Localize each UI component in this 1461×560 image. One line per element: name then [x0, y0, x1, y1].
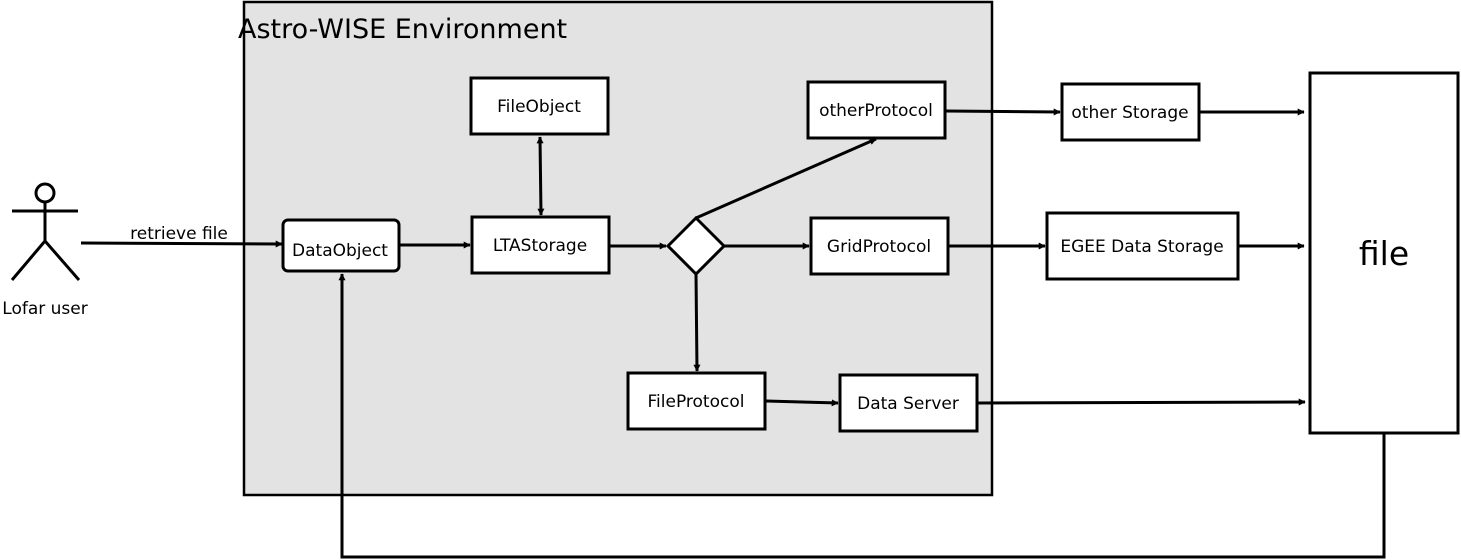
egee-storage-box [1045, 211, 1240, 281]
arrow-file-back-to-dataobject [338, 273, 1386, 559]
dataserver-box [838, 373, 979, 433]
retrieve-file-arrow [80, 240, 283, 248]
egee-storage-label: EGEE Data Storage [1060, 237, 1223, 257]
fileobject-label: FileObject [497, 97, 581, 117]
arrow-decision-to-fileprotocol [693, 273, 701, 372]
fileobject-box [469, 76, 610, 136]
dataserver-label: Data Server [857, 394, 959, 414]
arrow-decision-to-otherprotocol [695, 137, 877, 220]
file-box [1308, 71, 1460, 435]
environment-title: Astro-WISE Environment [238, 14, 567, 45]
other-storage-box [1060, 82, 1201, 142]
arrow-dataserver-to-file [977, 398, 1306, 406]
gridprotocol-box [809, 216, 950, 276]
other-storage-label: other Storage [1071, 103, 1188, 123]
actor-label: Lofar user [2, 299, 87, 319]
file-label: file [1359, 234, 1409, 273]
gridprotocol-label: GridProtocol [827, 237, 931, 257]
arrow-otherprotocol-to-otherstorage [945, 108, 1061, 116]
lofar-user-actor-icon [10, 182, 81, 281]
otherprotocol-label: otherProtocol [819, 101, 933, 121]
dataobject-box [281, 218, 401, 273]
ltastorage-label: LTAStorage [493, 236, 587, 256]
arrow-fileobject-ltastorage [536, 136, 545, 216]
dataobject-label: DataObject [292, 241, 388, 261]
otherprotocol-box [806, 80, 947, 140]
retrieve-file-label: retrieve file [130, 224, 228, 244]
fileprotocol-box [626, 371, 767, 431]
fileprotocol-label: FileProtocol [648, 392, 745, 412]
ltastorage-box [470, 215, 611, 275]
arrow-fileprotocol-to-dataserver [765, 399, 839, 407]
